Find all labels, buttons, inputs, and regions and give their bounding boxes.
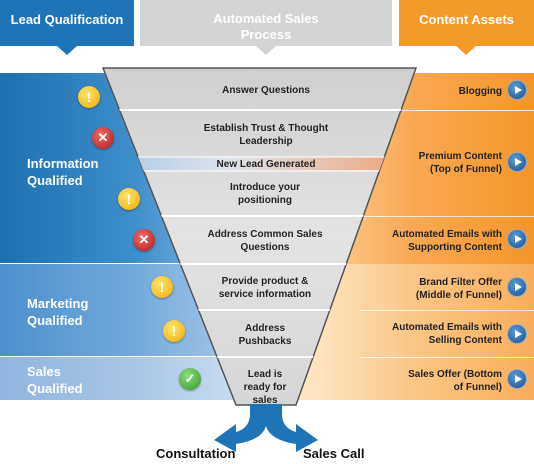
play-icon[interactable] (508, 370, 526, 388)
content-divider (360, 216, 534, 217)
asset-blogging[interactable]: Blogging (458, 86, 502, 97)
header-middle-label: Automated Sales Process (213, 11, 319, 42)
header-middle-caret (256, 46, 276, 55)
play-icon[interactable] (508, 278, 526, 296)
x-icon: ✕ (133, 229, 155, 251)
qualification-sales: Sales Qualified (27, 364, 83, 396)
split-arrow (214, 404, 318, 452)
asset-premium-content[interactable]: Premium Content (Top of Funnel) (418, 151, 502, 175)
outcome-sales-call: Sales Call (303, 446, 365, 461)
check-icon: ✓ (179, 368, 201, 390)
asset-supporting-emails[interactable]: Automated Emails with Supporting Content (391, 229, 502, 253)
header-left-caret (57, 46, 77, 55)
play-icon[interactable] (508, 81, 526, 99)
warning-icon: ! (78, 86, 100, 108)
asset-sales-offer[interactable]: Sales Offer (Bottom of Funnel) (408, 369, 502, 393)
warning-icon: ! (151, 276, 173, 298)
stage-common-sales-questions: Address Common Sales Questions (207, 229, 323, 253)
header-content-assets: Content Assets (399, 0, 534, 46)
content-divider (360, 110, 534, 111)
stage-new-lead-generated: New Lead Generated (216, 159, 316, 170)
header-lead-qualification: Lead Qualification (0, 0, 134, 46)
content-divider (360, 310, 534, 311)
play-icon[interactable] (508, 153, 526, 171)
outcome-consultation: Consultation (156, 446, 236, 461)
header-automated-sales-process: Automated Sales Process (140, 0, 392, 46)
stage-establish-trust: Establish Trust & Thought Leadership (203, 123, 329, 147)
qualification-marketing: Marketing Qualified (27, 296, 89, 328)
header-right-label: Content Assets (419, 12, 514, 27)
header-right-caret (456, 46, 476, 55)
warning-icon: ! (163, 320, 185, 342)
stage-ready-for-sales: Lead is ready for sales (243, 369, 287, 406)
funnel-shape (101, 67, 418, 406)
new-lead-band (103, 157, 416, 170)
asset-brand-filter-offer[interactable]: Brand Filter Offer (Middle of Funnel) (415, 277, 502, 301)
stage-answer-questions: Answer Questions (222, 85, 310, 96)
content-divider (360, 357, 534, 358)
x-icon: ✕ (92, 127, 114, 149)
play-icon[interactable] (508, 325, 526, 343)
play-icon[interactable] (508, 230, 526, 248)
header-left-label: Lead Qualification (10, 12, 124, 27)
stage-product-information: Provide product & service information (218, 276, 312, 300)
stage-address-pushbacks: Address Pushbacks (238, 323, 292, 347)
stage-introduce-positioning: Introduce your positioning (229, 182, 300, 206)
asset-selling-emails[interactable]: Automated Emails with Selling Content (392, 322, 503, 346)
qualification-information: Information Qualified (27, 156, 99, 188)
warning-icon: ! (118, 188, 140, 210)
